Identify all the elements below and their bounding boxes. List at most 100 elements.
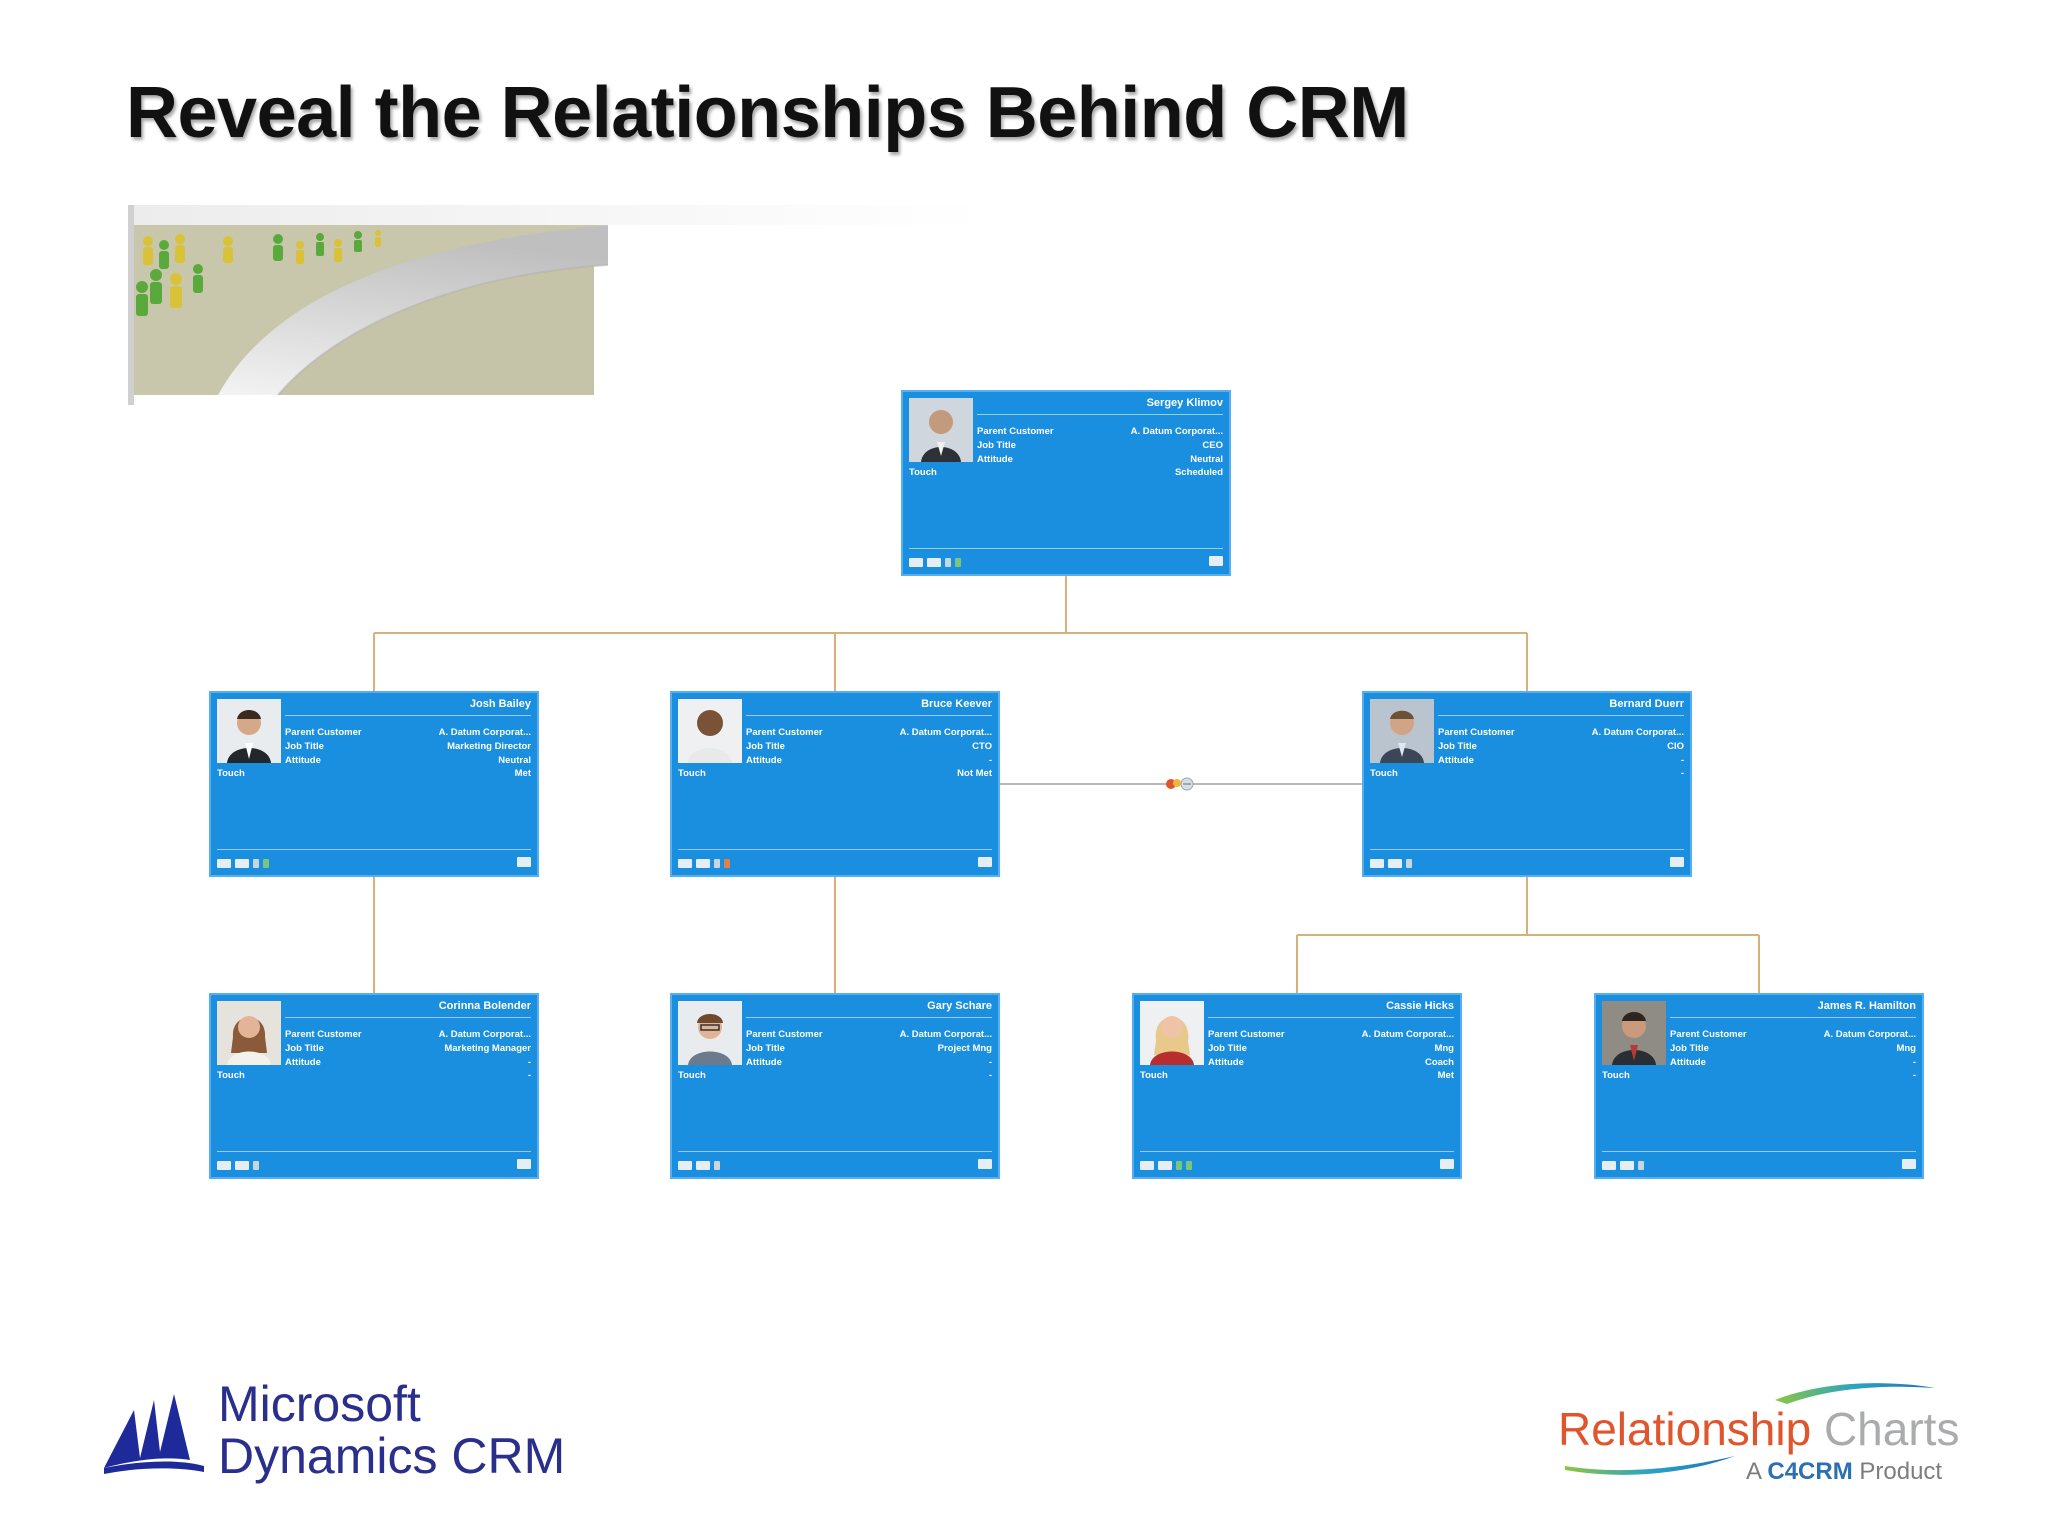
contact-name[interactable]: Bruce Keever — [921, 698, 992, 710]
details-icon[interactable] — [1620, 1160, 1634, 1170]
card-toolbar — [217, 857, 269, 869]
contact-name[interactable]: Cassie Hicks — [1386, 1000, 1454, 1012]
open-record-icon[interactable] — [517, 1159, 531, 1169]
card-divider — [1438, 715, 1684, 716]
rc-word1: Relationship — [1558, 1403, 1812, 1455]
ms-line2: Dynamics CRM — [218, 1428, 566, 1484]
attitude-value: - — [527, 1057, 531, 1068]
touch-label: Touch — [678, 768, 706, 779]
touch-value: - — [1912, 1070, 1916, 1081]
details-icon[interactable] — [1388, 858, 1402, 868]
open-record-icon[interactable] — [517, 857, 531, 867]
attitude-value: - — [988, 1057, 992, 1068]
open-record-icon[interactable] — [978, 1159, 992, 1169]
card-divider — [746, 715, 992, 716]
job-title-value: CIO — [1667, 741, 1684, 752]
influence-icon[interactable] — [1638, 1160, 1644, 1170]
job-title-value: Marketing Director — [447, 741, 531, 752]
field-values: A. Datum Corporat... Project Mng - — [900, 1028, 992, 1070]
relationship-handshake-icon[interactable] — [1163, 775, 1197, 793]
open-record-icon[interactable] — [978, 857, 992, 867]
details-icon[interactable] — [696, 858, 710, 868]
attitude-value: - — [988, 755, 992, 766]
contact-name[interactable]: Corinna Bolender — [438, 1000, 531, 1012]
open-record-icon[interactable] — [1209, 556, 1223, 566]
influence-icon[interactable] — [1406, 858, 1412, 868]
influence-icon[interactable] — [714, 858, 720, 868]
contact-name[interactable]: James R. Hamilton — [1817, 1000, 1916, 1012]
card-divider — [746, 1017, 992, 1018]
field-values: A. Datum Corporat... CIO - — [1592, 726, 1684, 768]
open-record-icon[interactable] — [1902, 1159, 1916, 1169]
touch-label: Touch — [217, 1070, 245, 1081]
email-icon[interactable] — [678, 858, 692, 868]
attitude-value: Neutral — [498, 755, 531, 766]
parent-customer-value: A. Datum Corporat... — [899, 727, 992, 738]
open-record-icon[interactable] — [1440, 1159, 1454, 1169]
email-icon[interactable] — [1140, 1160, 1154, 1170]
rc-sub-brand: C4CRM — [1767, 1458, 1853, 1485]
details-icon[interactable] — [235, 1160, 249, 1170]
touch-label: Touch — [909, 467, 937, 478]
touch-label: Touch — [217, 768, 245, 779]
card-toolbar — [678, 1159, 720, 1171]
email-icon[interactable] — [217, 858, 231, 868]
parent-customer-value: A. Datum Corporat... — [1361, 1029, 1454, 1040]
page-peel-banner — [128, 205, 983, 405]
contact-photo — [678, 1001, 742, 1065]
field-values: A. Datum Corporat... Mng Coach — [1362, 1028, 1454, 1070]
influence-icon[interactable] — [945, 557, 951, 567]
details-icon[interactable] — [927, 557, 941, 567]
details-icon[interactable] — [235, 858, 249, 868]
contact-name[interactable]: Gary Schare — [927, 1000, 992, 1012]
details-icon[interactable] — [1158, 1160, 1172, 1170]
ms-line1: Microsoft — [218, 1376, 421, 1432]
card-toolbar — [909, 556, 961, 568]
touch-label: Touch — [1602, 1070, 1630, 1081]
email-icon[interactable] — [217, 1160, 231, 1170]
touch-label: Touch — [1370, 768, 1398, 779]
influence-icon[interactable] — [253, 1160, 259, 1170]
details-icon[interactable] — [696, 1160, 710, 1170]
email-icon[interactable] — [1370, 858, 1384, 868]
contact-name[interactable]: Josh Bailey — [469, 698, 531, 710]
microsoft-dynamics-logo-icon — [104, 1394, 204, 1474]
card-divider — [977, 414, 1223, 415]
influence-icon[interactable] — [253, 858, 259, 868]
contact-name[interactable]: Bernard Duerr — [1609, 698, 1684, 710]
email-icon[interactable] — [1602, 1160, 1616, 1170]
contact-name[interactable]: Sergey Klimov — [1146, 397, 1223, 409]
parent-customer-value: A. Datum Corporat... — [1823, 1029, 1916, 1040]
card-divider — [678, 849, 992, 850]
parent-customer-value: A. Datum Corporat... — [899, 1029, 992, 1040]
card-divider — [1670, 1017, 1916, 1018]
relationship-charts-swoosh-icon — [1565, 1383, 1935, 1475]
influence-icon[interactable] — [1176, 1160, 1182, 1170]
card-toolbar — [1370, 857, 1412, 869]
open-record-icon[interactable] — [1670, 857, 1684, 867]
card-divider — [678, 1151, 992, 1152]
email-icon[interactable] — [909, 557, 923, 567]
email-icon[interactable] — [678, 1160, 692, 1170]
card-toolbar — [217, 1159, 259, 1171]
touch-value: Scheduled — [1174, 467, 1223, 478]
contact-photo — [678, 699, 742, 763]
card-divider — [1140, 1151, 1454, 1152]
relationship-charts-tagline: A C4CRM Product — [1746, 1458, 1942, 1486]
influence-icon[interactable] — [714, 1160, 720, 1170]
card-divider — [1208, 1017, 1454, 1018]
